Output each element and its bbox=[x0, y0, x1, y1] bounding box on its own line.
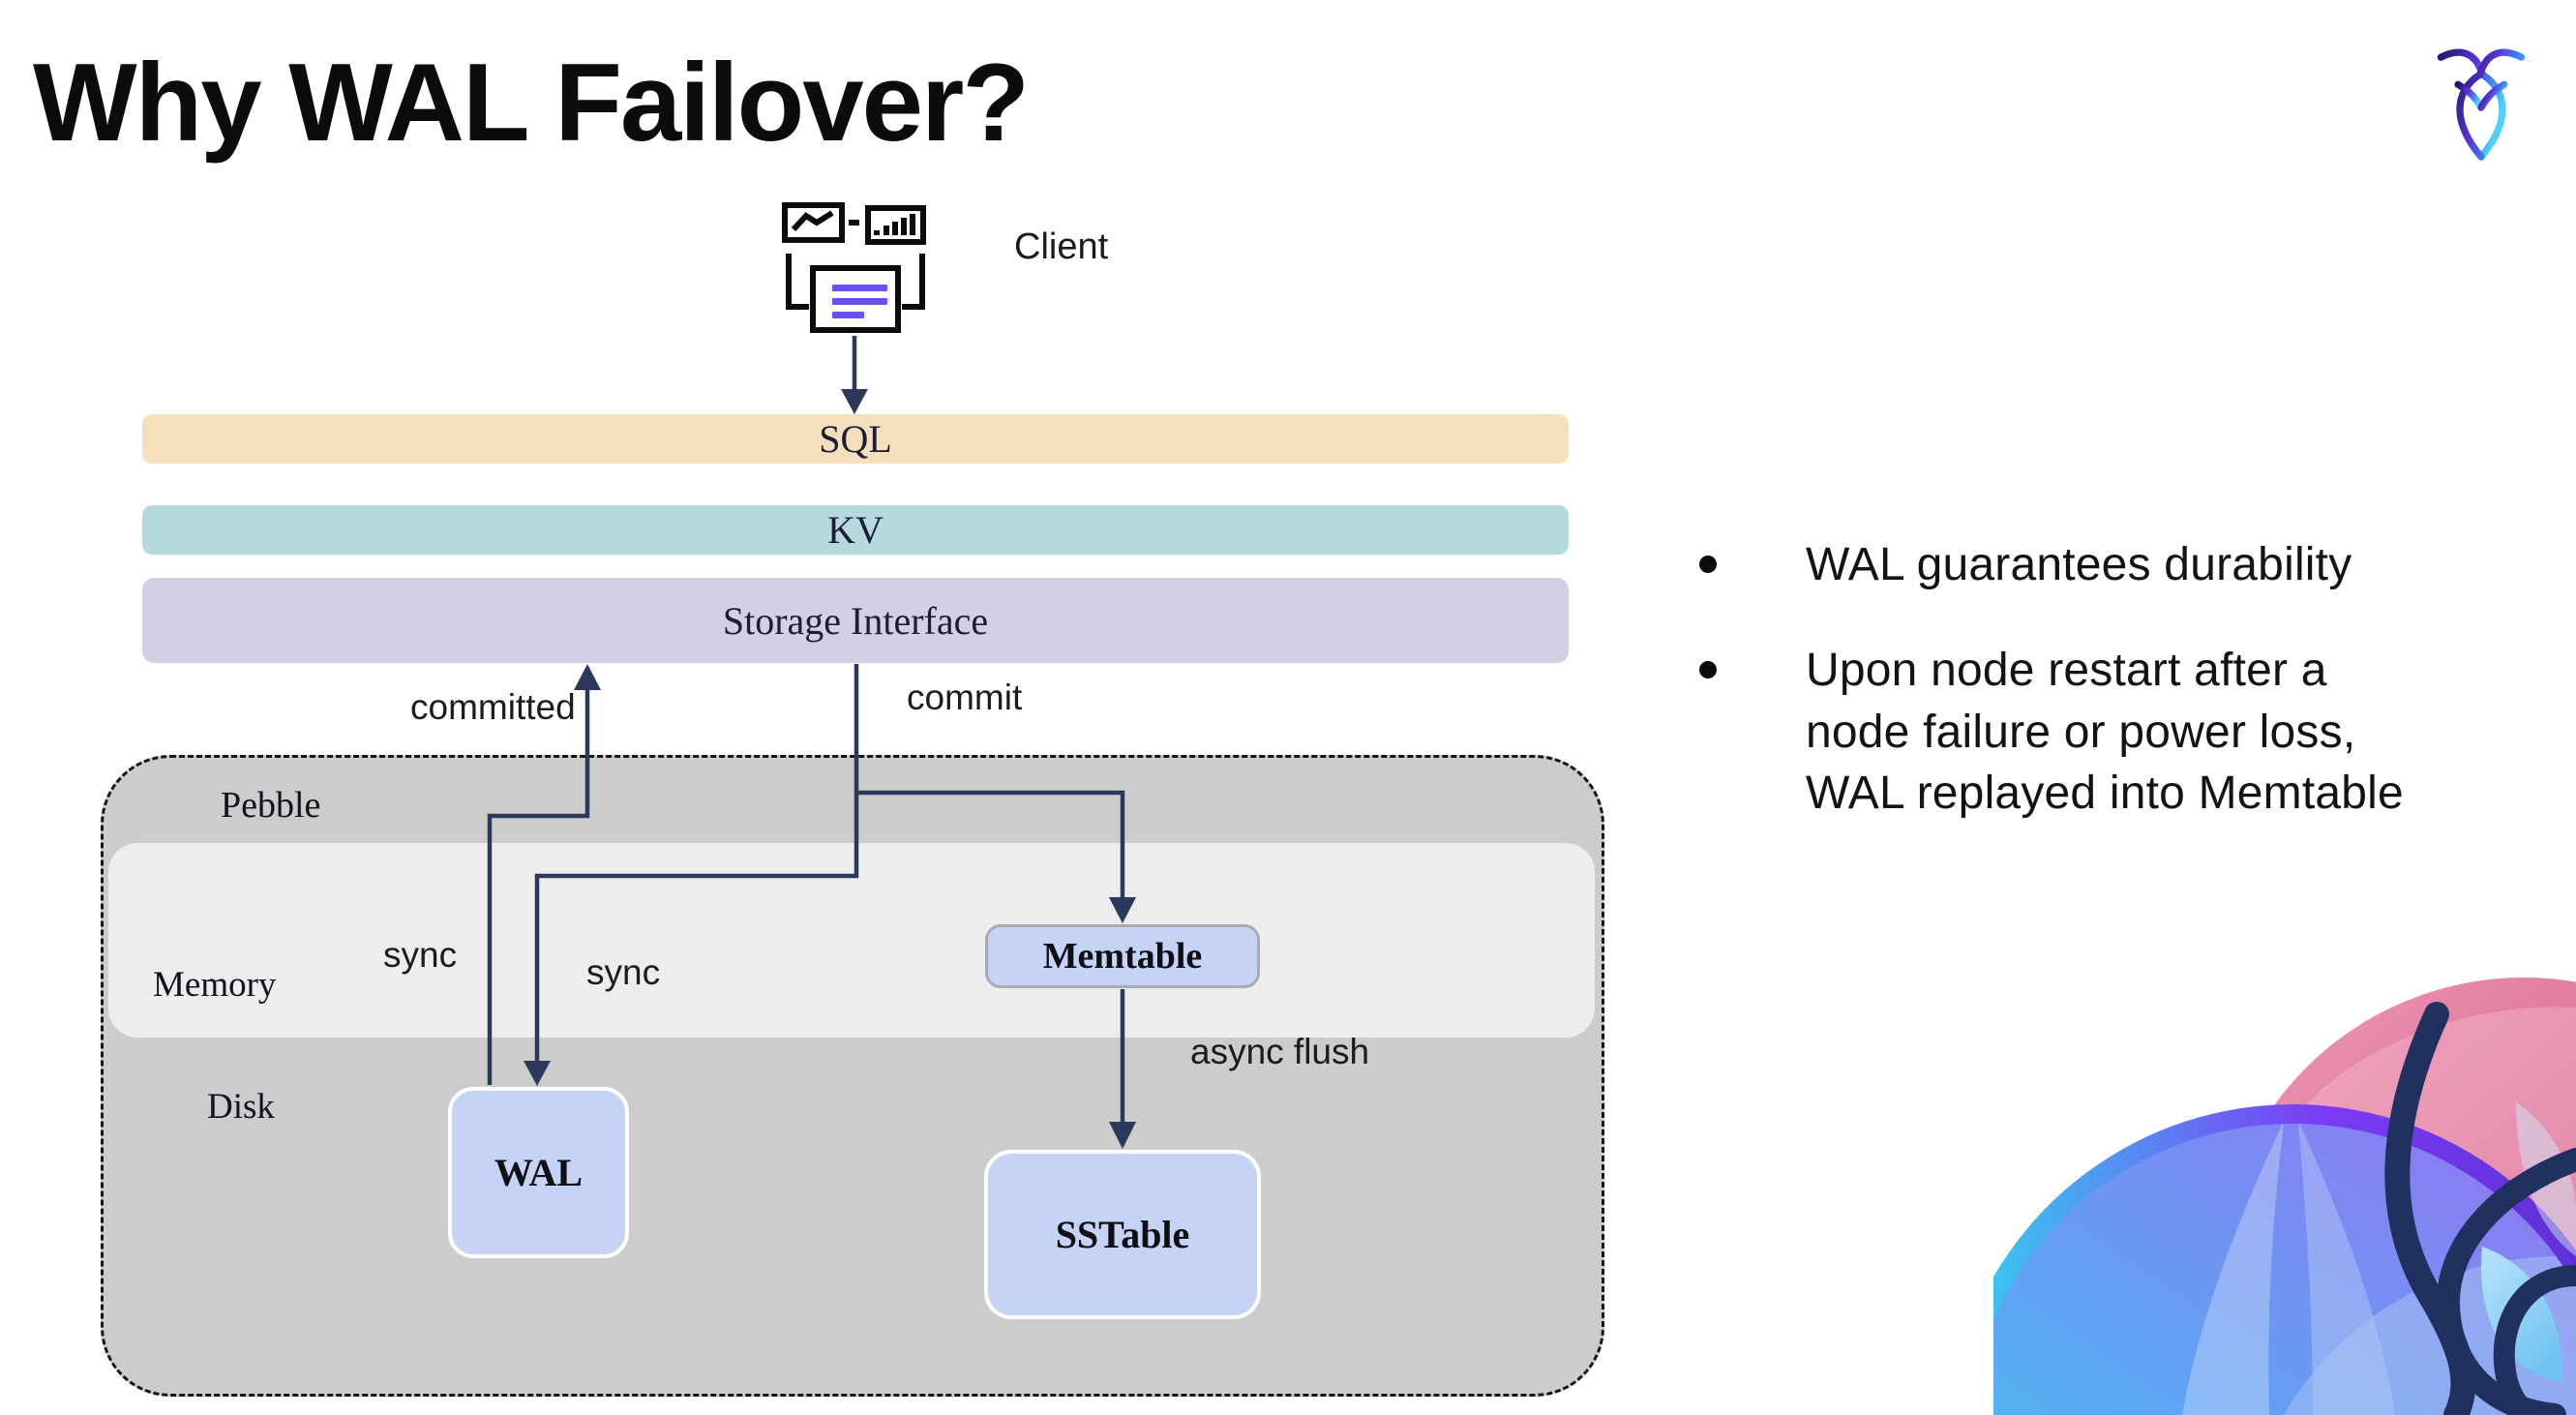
cockroachdb-logo-icon bbox=[2437, 48, 2526, 161]
client-label: Client bbox=[1014, 226, 1109, 267]
node-wal: WAL bbox=[448, 1087, 629, 1258]
node-memtable: Memtable bbox=[985, 924, 1260, 988]
dash-connector bbox=[849, 220, 859, 226]
terminal-document-icon bbox=[810, 265, 901, 333]
bullet-item: WAL guarantees durability bbox=[1699, 534, 2502, 595]
bracket-left-icon bbox=[786, 254, 809, 310]
layer-kv: KV bbox=[142, 505, 1569, 555]
edge-label-commit: commit bbox=[907, 677, 1023, 717]
decorative-brand-graphic bbox=[1993, 978, 2576, 1415]
memory-label: Memory bbox=[153, 965, 277, 1005]
bullet-dot bbox=[1699, 556, 1717, 573]
edge-label-async-flush: async flush bbox=[1190, 1032, 1370, 1071]
bullet-line: Upon node restart after a bbox=[1806, 645, 2327, 697]
edge-label-sync-left: sync bbox=[383, 935, 458, 975]
line-chart-icon bbox=[782, 202, 845, 243]
layer-kv-label: KV bbox=[827, 508, 884, 552]
bullet-dot bbox=[1699, 661, 1717, 679]
disk-label: Disk bbox=[207, 1087, 275, 1127]
bullet-line: node failure or power loss, bbox=[1806, 706, 2356, 758]
bracket-right-icon bbox=[902, 254, 925, 310]
client-icon bbox=[782, 199, 929, 337]
bullet-item: Upon node restart after a node failure o… bbox=[1699, 640, 2502, 824]
sstable-label: SSTable bbox=[1055, 1213, 1190, 1256]
page-title: Why WAL Failover? bbox=[33, 42, 1030, 165]
layer-sql: SQL bbox=[142, 414, 1569, 464]
wal-label: WAL bbox=[494, 1151, 584, 1194]
bullet-line: WAL replayed into Memtable bbox=[1806, 768, 2404, 820]
layer-sql-label: SQL bbox=[819, 417, 892, 461]
layer-storage-label: Storage Interface bbox=[722, 598, 989, 643]
node-sstable: SSTable bbox=[984, 1150, 1261, 1319]
memory-band bbox=[108, 843, 1595, 1038]
edge-label-sync-right: sync bbox=[586, 952, 661, 992]
layer-storage-interface: Storage Interface bbox=[142, 578, 1569, 663]
edge-label-committed: committed bbox=[410, 687, 576, 727]
bullet-list: WAL guarantees durability Upon node rest… bbox=[1699, 534, 2502, 868]
bar-chart-icon bbox=[865, 205, 926, 245]
memtable-label: Memtable bbox=[1042, 936, 1203, 977]
pebble-label: Pebble bbox=[221, 785, 321, 826]
bullet-line: WAL guarantees durability bbox=[1806, 539, 2352, 590]
